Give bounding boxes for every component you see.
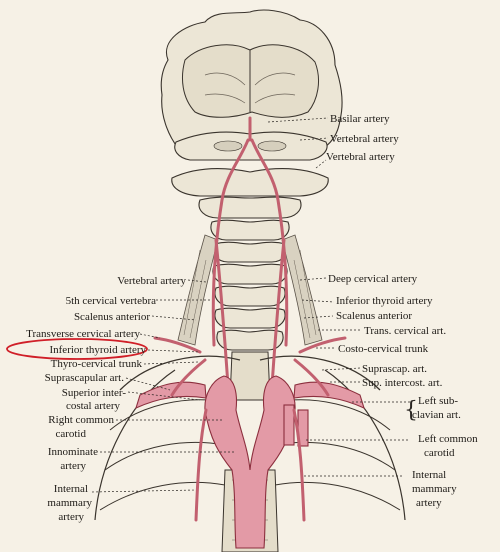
label-internal-mammary-right-1: Internal bbox=[412, 469, 446, 481]
label-vertebral-artery-upper: Vertebral artery bbox=[330, 133, 399, 145]
label-inferior-thyroid-artery-left: Inferior thyroid artery bbox=[49, 344, 146, 356]
label-superior-intercostal-1: Superior inter- bbox=[62, 387, 127, 399]
label-internal-mammary-left-3: artery bbox=[58, 511, 84, 523]
label-left-common-carotid-1: Left common bbox=[418, 433, 478, 445]
highlight-ellipse bbox=[6, 338, 148, 360]
label-right-common-carotid-2: carotid bbox=[55, 428, 86, 440]
label-vertebral-artery-left: Vertebral artery bbox=[117, 275, 186, 287]
label-vertebral-artery-lower: Vertebral artery bbox=[326, 151, 395, 163]
cervical-vertebrae bbox=[171, 168, 329, 401]
label-scalenus-anterior-left: Scalenus anterior bbox=[74, 311, 150, 323]
label-suprascapular-art: Suprascapular art. bbox=[45, 372, 125, 384]
label-fifth-cervical-vertebra: 5th cervical vertebra bbox=[66, 295, 157, 307]
right-labels: Basilar artery Vertebral artery Vertebra… bbox=[326, 113, 478, 509]
label-thyro-cervical-trunk: Thyro-cervical trunk bbox=[51, 358, 143, 370]
leader-lines bbox=[91, 117, 410, 493]
label-internal-mammary-right-3: artery bbox=[416, 497, 442, 509]
label-innominate-1: Innominate bbox=[48, 446, 98, 458]
label-right-common-carotid-1: Right common bbox=[48, 414, 114, 426]
label-basilar-artery: Basilar artery bbox=[330, 113, 390, 125]
label-internal-mammary-left-2: mammary bbox=[47, 497, 92, 509]
label-internal-mammary-left-1: Internal bbox=[54, 483, 88, 495]
label-internal-mammary-right-2: mammary bbox=[412, 483, 457, 495]
arteries bbox=[135, 116, 365, 549]
label-left-subclavian-2: clavian art. bbox=[412, 409, 461, 421]
label-costo-cervical-trunk: Costo-cervical trunk bbox=[338, 343, 429, 355]
label-left-subclavian-1: Left sub- bbox=[418, 395, 458, 407]
label-scalenus-anterior-right: Scalenus anterior bbox=[336, 310, 412, 322]
left-labels: Vertebral artery 5th cervical vertebra S… bbox=[6, 275, 186, 523]
left-subclavian-brace: { bbox=[404, 398, 418, 423]
label-left-common-carotid-2: carotid bbox=[424, 447, 455, 459]
skull-base bbox=[160, 9, 343, 161]
label-innominate-2: artery bbox=[60, 460, 86, 472]
label-trans-cervical-art: Trans. cervical art. bbox=[364, 325, 446, 337]
label-deep-cervical-artery: Deep cervical artery bbox=[328, 273, 418, 285]
label-inferior-thyroid-artery-right: Inferior thyroid artery bbox=[336, 295, 433, 307]
label-superior-intercostal-2: costal artery bbox=[66, 400, 121, 412]
label-sup-intercost-art: Sup. intercost. art. bbox=[362, 377, 443, 389]
label-suprascap-art: Suprascap. art. bbox=[362, 363, 427, 375]
label-transverse-cervical-artery: Transverse cervical artery bbox=[26, 328, 140, 340]
